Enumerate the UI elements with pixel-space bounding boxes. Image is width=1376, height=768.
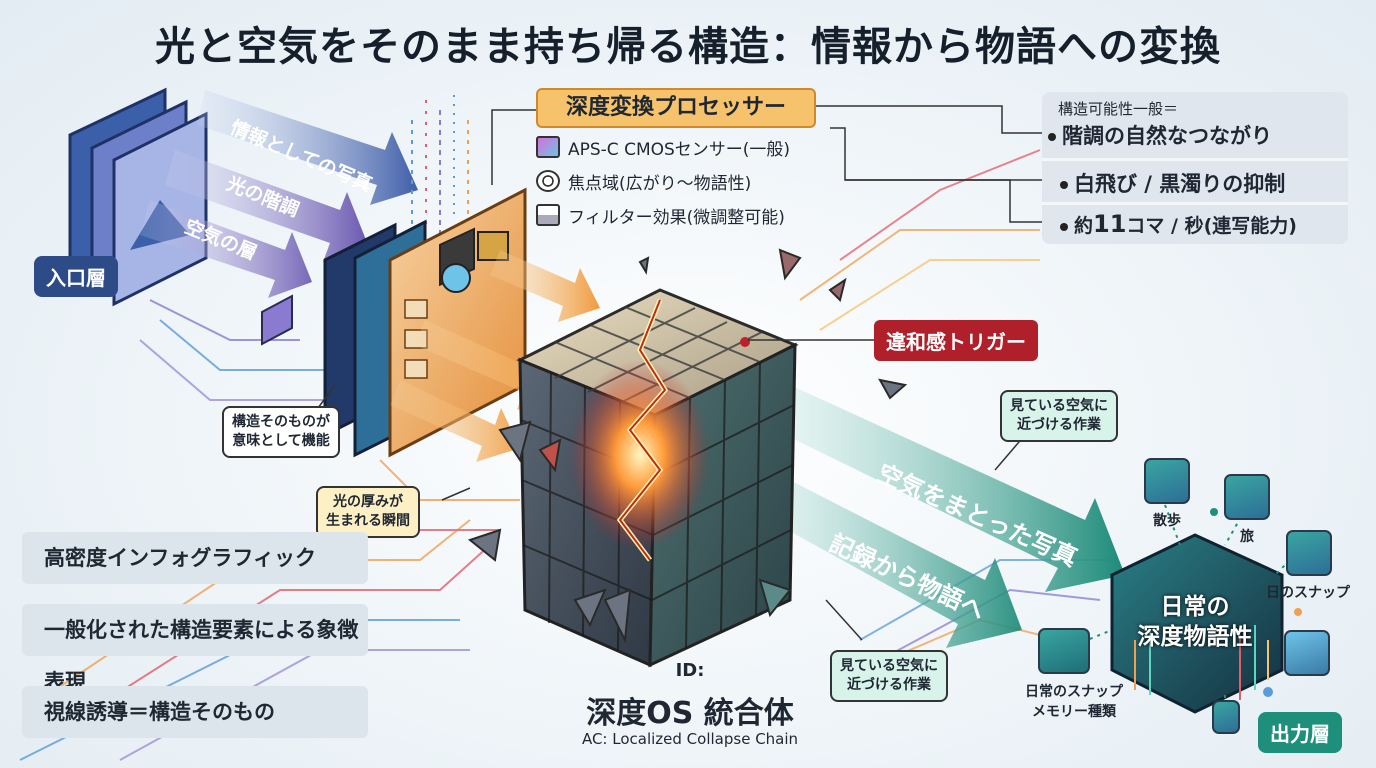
output-layer-label: 出力層 bbox=[1258, 712, 1342, 753]
bullet-icon bbox=[1060, 181, 1068, 189]
left-box-2: 一般化された構造要素による象徴表現 bbox=[22, 604, 368, 694]
image-filter-icon bbox=[536, 204, 560, 226]
sensor-icon bbox=[536, 136, 560, 158]
location-pin-icon bbox=[1212, 700, 1240, 734]
spec-divider bbox=[1042, 202, 1348, 205]
left-box-3: 視線誘導＝構造そのもの bbox=[22, 686, 368, 738]
output-hex-node bbox=[1110, 533, 1284, 714]
cube-fragments bbox=[467, 248, 908, 644]
focus-ring-icon bbox=[536, 170, 560, 192]
id-label: ID: bbox=[675, 660, 705, 681]
output-item-snap: 日のスナップ bbox=[1266, 585, 1350, 601]
page-title: 光と空気をそのまま持ち帰る構造：情報から物語への変換 bbox=[155, 24, 1221, 70]
output-item-trip: 旅 bbox=[1240, 529, 1254, 545]
callout-light-thickness: 光の厚みが生まれる瞬間 bbox=[316, 486, 420, 538]
entry-layer-label: 入口層 bbox=[34, 256, 118, 297]
processor-items: APS-C CMOSセンサー(一般) 焦点域(広がり〜物語性) フィルター効果(… bbox=[536, 130, 836, 232]
walking-dog-icon bbox=[1144, 458, 1190, 504]
processor-item-label: 焦点域(広がり〜物語性) bbox=[568, 173, 752, 194]
spec-divider bbox=[1042, 158, 1348, 161]
id-name: 深度OS 統合体 bbox=[586, 696, 794, 731]
spec-line-1b: 階調の自然なつながり bbox=[1048, 120, 1354, 150]
processor-item-label: APS-C CMOSセンサー(一般) bbox=[568, 139, 791, 160]
data-streaks bbox=[411, 95, 469, 240]
output-arrows-shapes bbox=[755, 385, 1125, 648]
picture-icon bbox=[1284, 630, 1330, 676]
output-node-label: 日常の深度物語性 bbox=[1137, 594, 1253, 650]
spec-line-3: 約11コマ / 秒(連写能力) bbox=[1060, 210, 1366, 238]
structure-spec-box: 構造可能性一般＝ 階調の自然なつながり 白飛び / 黒濁りの抑制 約11コマ /… bbox=[1042, 92, 1348, 244]
bullet-icon bbox=[1060, 222, 1068, 231]
processor-item-label: フィルター効果(微調整可能) bbox=[568, 207, 785, 228]
spec-line-2: 白飛び / 黒濁りの抑制 bbox=[1060, 168, 1366, 198]
callout-structure-meaning: 構造そのものが意味として機能 bbox=[222, 406, 340, 458]
processor-connectors bbox=[317, 105, 1060, 641]
processor-item-sensor: APS-C CMOSセンサー(一般) bbox=[536, 130, 836, 164]
memory-snapshot-icon bbox=[1038, 628, 1090, 674]
bullet-icon bbox=[1048, 133, 1056, 141]
output-item-walk: 散歩 bbox=[1153, 513, 1181, 529]
processor-item-focus: 焦点域(広がり〜物語性) bbox=[536, 164, 836, 198]
callout-air-work-top: 見ている空気に近づける作業 bbox=[1000, 390, 1118, 442]
left-box-1: 高密度インフォグラフィック bbox=[22, 532, 368, 584]
mountain-icon bbox=[1224, 474, 1270, 520]
memory-label: 日常のスナップメモリー種類 bbox=[1025, 684, 1123, 720]
processor-item-filter: フィルター効果(微調整可能) bbox=[536, 198, 836, 232]
id-ac: AC: Localized Collapse Chain bbox=[581, 730, 799, 748]
layered-screens bbox=[323, 187, 527, 458]
spec-line-1a: 構造可能性一般＝ bbox=[1058, 100, 1179, 118]
callout-air-work-bottom: 見ている空気に近づける作業 bbox=[830, 650, 948, 702]
input-arrows bbox=[140, 90, 418, 298]
output-dots bbox=[1210, 508, 1302, 697]
processor-title: 深度変換プロセッサー bbox=[536, 88, 816, 128]
landscape-icon bbox=[1286, 530, 1332, 576]
collapsing-cube bbox=[516, 288, 799, 668]
trigger-label: 違和感トリガー bbox=[874, 320, 1038, 361]
